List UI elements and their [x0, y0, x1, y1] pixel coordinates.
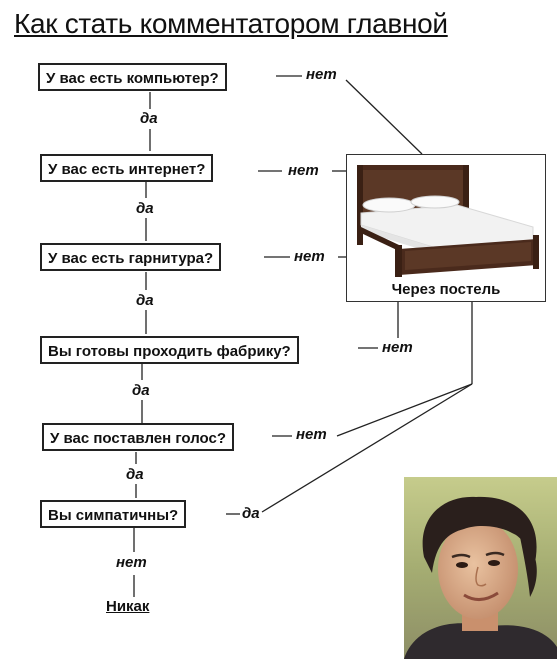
- question-attractive: Вы симпатичны?: [40, 500, 187, 528]
- no-label: нет: [116, 554, 147, 571]
- no-label: нет: [382, 339, 413, 356]
- person-eye-left: [456, 562, 468, 568]
- person-brow-right: [485, 551, 505, 557]
- yes-label: да: [136, 292, 154, 309]
- no-label: нет: [294, 248, 325, 265]
- no-label: нет: [296, 426, 327, 443]
- bed-image: [357, 165, 539, 277]
- person-photo: [404, 477, 557, 659]
- result-never: Никак: [106, 598, 150, 615]
- bed-sheets-side: [361, 225, 433, 253]
- yes-label: да: [132, 382, 150, 399]
- no-label: нет: [306, 66, 337, 83]
- person-hair: [422, 496, 537, 573]
- question-computer: У вас есть компьютер?: [38, 63, 227, 91]
- person-nose: [475, 566, 487, 587]
- diagram-title: Как стать комментатором главной: [14, 8, 448, 39]
- bed-post-left: [357, 165, 363, 245]
- question-voice: У вас поставлен голос?: [42, 423, 234, 451]
- person-hair-side: [520, 537, 537, 597]
- person-mouth: [463, 591, 499, 601]
- bed-post-front-right: [533, 235, 539, 269]
- connector-line: [336, 383, 473, 437]
- bed-side-rail: [361, 227, 399, 251]
- bed-post-front: [395, 245, 402, 277]
- yes-label: да: [242, 505, 260, 522]
- yes-label: да: [136, 200, 154, 217]
- connector-line: [261, 383, 473, 513]
- bed-post-back: [463, 165, 469, 223]
- question-factory: Вы готовы проходить фабрику?: [40, 336, 299, 364]
- person-eye-right: [488, 560, 500, 566]
- question-headset: У вас есть гарнитура?: [40, 243, 222, 271]
- result-bed-caption: Через постель: [391, 281, 501, 298]
- bed-footboard-panel: [405, 242, 531, 270]
- person-brow-left: [451, 553, 471, 559]
- question-internet: У вас есть интернет?: [40, 154, 214, 182]
- connector-line: [345, 79, 423, 155]
- bed-pillow: [410, 195, 460, 209]
- bed-result-box: Через постель: [346, 154, 546, 302]
- bed-pillow: [362, 197, 416, 213]
- person-shirt: [404, 623, 557, 659]
- yes-label: да: [126, 466, 144, 483]
- yes-label: да: [140, 110, 158, 127]
- no-label: нет: [288, 162, 319, 179]
